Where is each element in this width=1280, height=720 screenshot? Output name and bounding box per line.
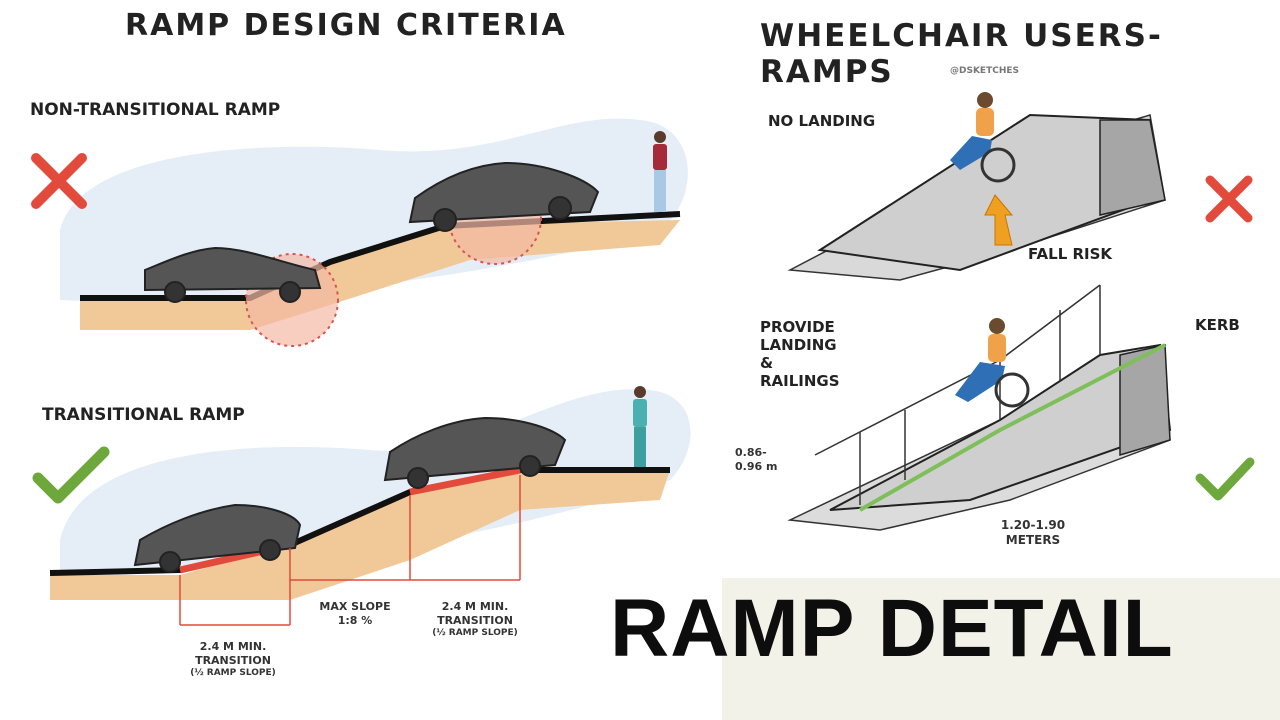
height-line2: 0.96 m	[735, 459, 778, 473]
fall-arrow-icon	[984, 194, 1014, 246]
left-panel-title: RAMP DESIGN CRITERIA	[125, 8, 567, 43]
dim-right-line3: (½ RAMP SLOPE)	[432, 627, 518, 638]
width-line1: 1.20-1.90	[1000, 518, 1066, 532]
car-lower-icon	[133, 503, 302, 573]
no-landing-label: NO LANDING	[768, 112, 876, 130]
banner-panel	[722, 578, 1280, 720]
ramp-line-bottom	[49, 467, 670, 576]
dim-left-line1: 2.4 M MIN.	[199, 640, 267, 653]
check-icon	[32, 446, 110, 504]
non-transitional-diagram	[31, 118, 688, 347]
ramp-side-top	[1099, 119, 1166, 216]
dim-mid-line2: 1:8 %	[337, 613, 373, 627]
right-panel-title: WHEELCHAIR USERS- RAMPS	[760, 18, 1163, 90]
cross-icon	[31, 153, 87, 209]
credit-text: @DSKETCHES	[950, 66, 1019, 76]
dimension-lines	[179, 475, 521, 626]
provide-line4: RAILINGS	[760, 372, 840, 390]
provide-line2: LANDING	[760, 336, 837, 354]
dim-right-line2: TRANSITION	[437, 613, 513, 627]
non-transitional-label: NON-TRANSITIONAL RAMP	[30, 100, 281, 120]
kerb-label: KERB	[1195, 316, 1240, 334]
provide-line3: &	[760, 354, 774, 372]
car-upper-icon	[383, 416, 567, 489]
transition-seg-2	[409, 466, 521, 496]
ramp-side-bottom	[1119, 344, 1171, 457]
check-right-icon	[1195, 457, 1255, 501]
transitional-diagram	[32, 386, 691, 626]
wheelchair-user-top-icon	[950, 92, 1016, 183]
wheelchair-user-bottom-icon	[955, 318, 1030, 408]
dim-left-line3: (½ RAMP SLOPE)	[190, 667, 276, 678]
dim-left-text: 2.4 M MIN. TRANSITION (½ RAMP SLOPE)	[168, 640, 298, 679]
landing-diagram	[787, 284, 1255, 531]
dim-mid-text: MAX SLOPE 1:8 %	[300, 600, 410, 628]
width-text: 1.20-1.90 METERS	[978, 518, 1088, 548]
dim-mid-line1: MAX SLOPE	[319, 600, 391, 613]
transitional-label: TRANSITIONAL RAMP	[42, 405, 245, 425]
no-landing-diagram	[787, 92, 1253, 281]
kerb-rail	[859, 343, 1166, 512]
provide-label: PROVIDE LANDING & RAILINGS	[760, 318, 840, 390]
width-line2: METERS	[1005, 533, 1061, 547]
dim-right-text: 2.4 M MIN. TRANSITION (½ RAMP SLOPE)	[405, 600, 545, 639]
dim-right-line1: 2.4 M MIN.	[441, 600, 509, 613]
dim-left-line2: TRANSITION	[195, 653, 271, 667]
height-text: 0.86- 0.96 m	[735, 446, 777, 474]
car-high-icon	[408, 161, 600, 232]
person-standing-icon	[653, 131, 667, 212]
car-low-icon	[144, 246, 322, 303]
fall-risk-label: FALL RISK	[1028, 245, 1113, 263]
banner-title: RAMP DETAIL	[610, 583, 1174, 674]
height-line1: 0.86-	[735, 446, 767, 459]
cross-right-icon	[1205, 175, 1253, 223]
provide-line1: PROVIDE	[760, 318, 835, 336]
person-standing-2-icon	[633, 386, 647, 467]
ground-bottom	[50, 470, 670, 600]
